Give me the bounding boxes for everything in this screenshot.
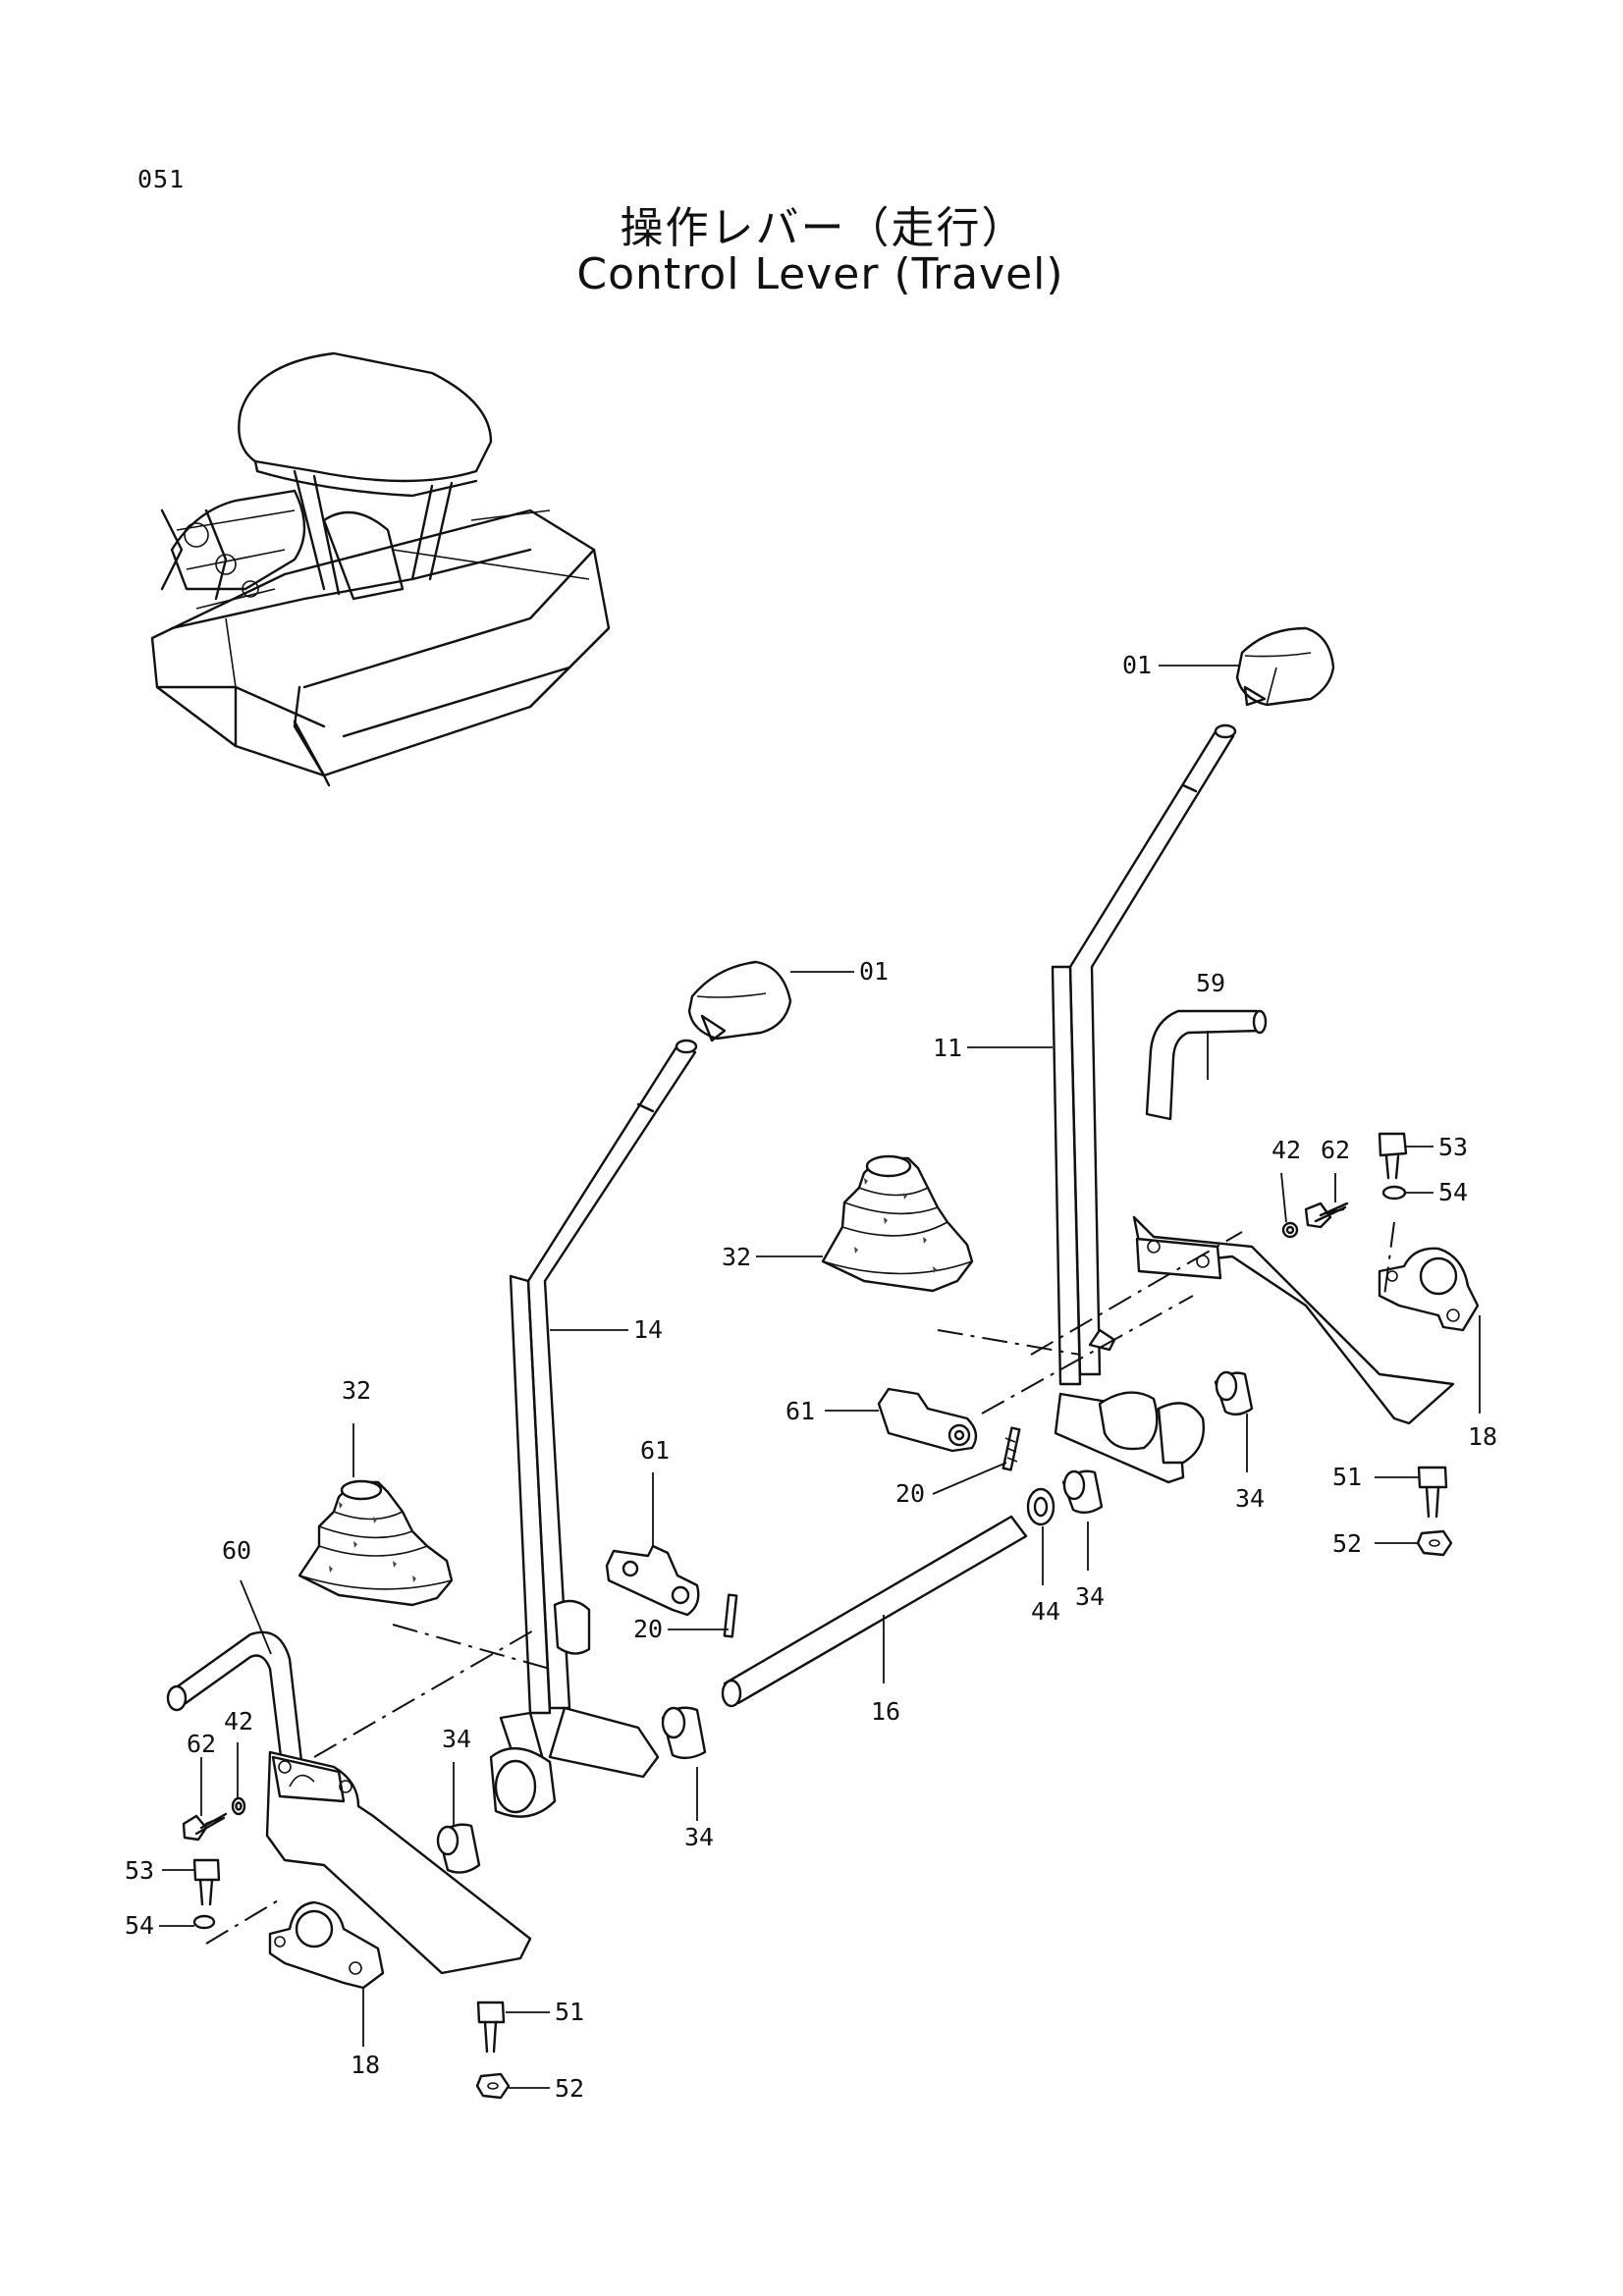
callout-left-pin: 20 xyxy=(633,1615,663,1643)
callout-left-washer: 42 xyxy=(224,1707,253,1735)
machine-overview-illustration xyxy=(150,351,611,787)
callout-right-pin: 20 xyxy=(895,1479,925,1508)
callout-left-bolt: 62 xyxy=(187,1730,216,1758)
callout-left-nut: 52 xyxy=(555,2074,584,2103)
callout-right-washer: 42 xyxy=(1271,1136,1301,1164)
callout-right-knob: 01 xyxy=(1122,651,1152,679)
right-lever-assembly xyxy=(821,626,1480,1557)
callout-right-bushing-a: 34 xyxy=(1235,1484,1265,1513)
title-english: Control Lever (Travel) xyxy=(576,249,1064,299)
callout-left-bearing: 18 xyxy=(351,2051,380,2079)
callout-right-nut: 52 xyxy=(1332,1529,1362,1558)
right-knob xyxy=(1235,626,1335,707)
right-pedal-rod xyxy=(1145,1009,1268,1121)
callout-right-lock-washer: 54 xyxy=(1438,1178,1468,1206)
callout-left-cap-screw: 53 xyxy=(125,1856,154,1885)
callout-left-knob: 01 xyxy=(859,957,889,986)
right-lever xyxy=(1051,723,1237,1386)
callout-left-boot: 32 xyxy=(342,1376,371,1405)
callout-shaft: 16 xyxy=(871,1697,900,1726)
callout-left-bushing-b: 34 xyxy=(684,1823,714,1851)
title-japanese: 操作レバー（走行） xyxy=(620,203,1027,253)
cross-shaft xyxy=(721,1515,1028,1708)
callout-right-cap-screw: 53 xyxy=(1438,1133,1468,1161)
callout-left-bracket: 61 xyxy=(640,1436,670,1465)
left-bearing-block xyxy=(268,1900,385,1990)
callout-right-pedal-rod: 59 xyxy=(1196,969,1225,997)
callout-left-bushing-a: 34 xyxy=(442,1725,471,1753)
callout-left-pedal-rod: 60 xyxy=(222,1536,251,1565)
callout-labels: 01 01 11 14 59 42 62 53 54 32 61 20 18 3… xyxy=(125,651,1497,2103)
callout-right-lever: 11 xyxy=(933,1034,962,1062)
callout-right-bolt-51: 51 xyxy=(1332,1463,1362,1491)
right-bearing-block xyxy=(1378,1247,1480,1332)
callout-right-bearing: 18 xyxy=(1468,1422,1497,1451)
callout-left-bolt-51: 51 xyxy=(555,1998,584,2026)
left-lever-assembly xyxy=(166,960,792,2100)
leader-lines xyxy=(159,665,1481,2089)
callout-right-bolt: 62 xyxy=(1321,1136,1350,1164)
right-boot xyxy=(821,1154,974,1293)
callout-right-bracket: 61 xyxy=(785,1397,815,1425)
left-boot xyxy=(298,1479,454,1607)
page-number: 051 xyxy=(137,165,186,193)
callout-right-bushing-b: 34 xyxy=(1075,1582,1105,1611)
callout-right-boot: 32 xyxy=(722,1243,751,1271)
callout-left-lever: 14 xyxy=(633,1315,663,1344)
callout-shim: 44 xyxy=(1031,1597,1060,1626)
left-lever xyxy=(509,1039,698,1715)
left-knob xyxy=(687,960,792,1042)
callout-left-lock-washer: 54 xyxy=(125,1911,154,1940)
